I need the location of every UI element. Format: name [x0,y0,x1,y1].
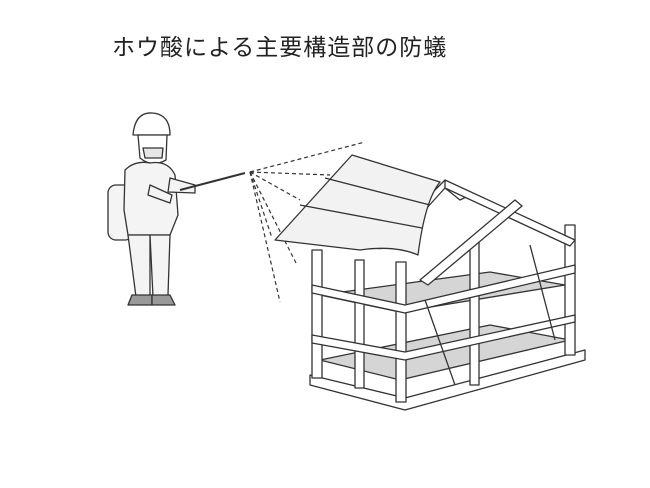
roof-panel [274,154,441,256]
page-title: ホウ酸による主要構造部の防蟻 [112,35,448,61]
spray-lines [249,141,366,303]
house-frame [274,154,586,411]
mask [142,147,164,159]
worker-figure [107,112,246,306]
